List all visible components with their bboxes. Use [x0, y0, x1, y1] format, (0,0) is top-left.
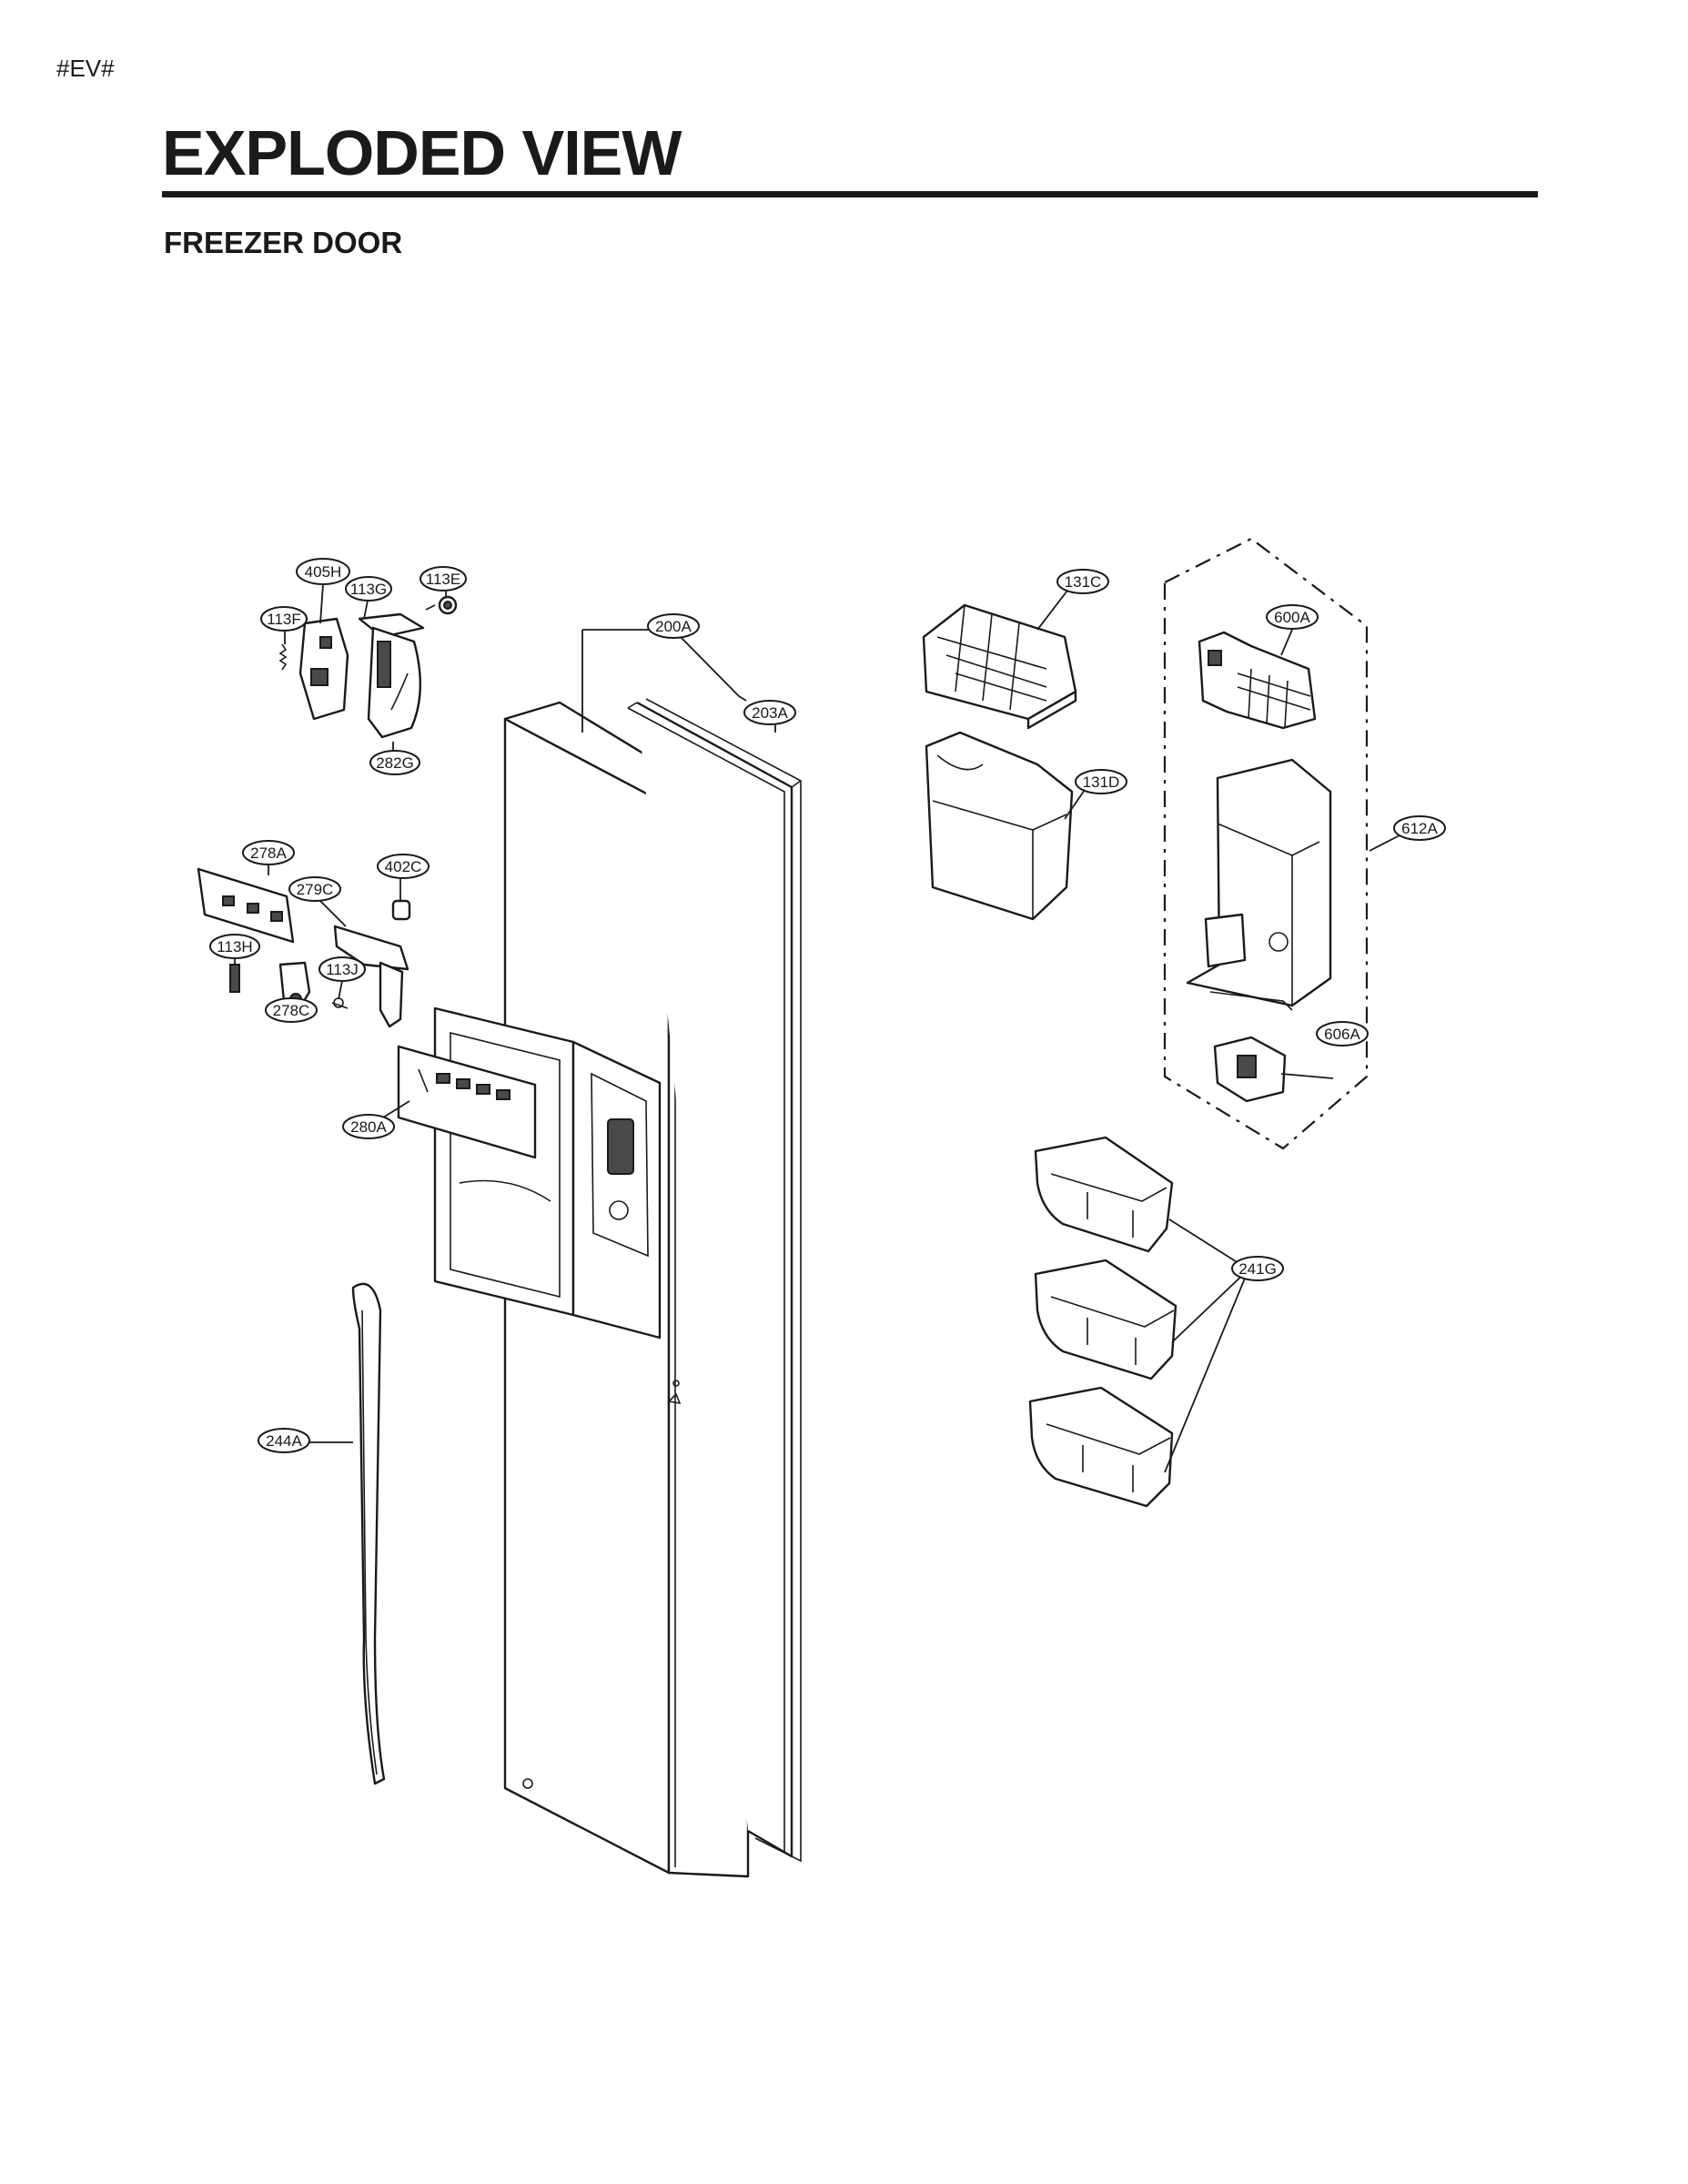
icemaker-housing-612A — [1186, 758, 1332, 1011]
section-subtitle: FREEZER DOOR — [164, 226, 403, 259]
svg-text:244A: 244A — [266, 1432, 302, 1450]
callout-612A: 612A — [1393, 815, 1446, 841]
callout-280A: 280A — [342, 1114, 395, 1139]
callout-200A: 200A — [647, 613, 700, 639]
svg-text:131C: 131C — [1065, 573, 1102, 591]
spring-113F — [278, 643, 288, 671]
ice-bin-cover-131C — [922, 603, 1077, 730]
svg-text:113E: 113E — [426, 571, 460, 588]
spring-113H — [229, 964, 240, 993]
cap-113E — [425, 595, 458, 615]
title-rule — [162, 191, 1538, 197]
control-panel-280A — [397, 1045, 537, 1159]
svg-text:113G: 113G — [350, 581, 387, 598]
svg-text:402C: 402C — [385, 858, 422, 875]
svg-text:280A: 280A — [350, 1118, 387, 1136]
svg-text:113F: 113F — [267, 611, 301, 628]
ice-bin-131D — [925, 731, 1074, 921]
door-bin-241G-2 — [1034, 1259, 1178, 1380]
svg-text:113H: 113H — [217, 938, 252, 956]
switch-402C — [391, 899, 411, 921]
leader-lines — [234, 583, 1400, 1473]
callout-279C: 279C — [288, 876, 341, 902]
page-title: EXPLODED VIEW — [162, 117, 682, 188]
page-tag: #EV# — [56, 55, 115, 82]
door-handle-244A — [351, 1282, 386, 1785]
svg-text:279C: 279C — [297, 881, 334, 898]
svg-text:612A: 612A — [1401, 820, 1438, 837]
callout-282G: 282G — [369, 750, 420, 775]
callout-241G: 241G — [1231, 1256, 1284, 1281]
motor-606A — [1213, 1036, 1287, 1103]
actuator-405H — [298, 617, 349, 721]
svg-text:278A: 278A — [250, 844, 287, 862]
callout-278A: 278A — [242, 840, 295, 865]
callout-606A: 606A — [1316, 1021, 1369, 1046]
door-bin-241G-3 — [1028, 1386, 1174, 1508]
callout-203A: 203A — [743, 700, 796, 725]
callout-131C: 131C — [1056, 569, 1109, 594]
callout-113G: 113G — [345, 576, 392, 602]
cover-278A — [197, 867, 295, 944]
callout-113J: 113J — [318, 956, 366, 982]
svg-text:113J: 113J — [326, 961, 359, 978]
door-bin-241G-1 — [1034, 1136, 1174, 1253]
clip-113J — [331, 997, 349, 1009]
callout-278C: 278C — [265, 997, 318, 1023]
svg-text:241G: 241G — [1238, 1260, 1277, 1278]
callout-244A: 244A — [258, 1428, 310, 1453]
callout-113E: 113E — [419, 566, 467, 592]
callout-113H: 113H — [209, 934, 260, 959]
callout-402C: 402C — [377, 854, 430, 879]
callout-131D: 131D — [1075, 769, 1127, 794]
callout-113F: 113F — [260, 606, 308, 632]
svg-text:600A: 600A — [1274, 609, 1310, 626]
icemaker-600A — [1198, 631, 1317, 730]
callout-600A: 600A — [1266, 604, 1319, 630]
svg-text:200A: 200A — [655, 618, 692, 635]
callout-405H: 405H — [296, 558, 350, 585]
lever-279C — [333, 925, 409, 1028]
svg-text:203A: 203A — [752, 704, 788, 722]
icemaker-assembly-box — [1163, 537, 1369, 1150]
door-gasket-203A — [627, 698, 802, 1863]
svg-text:405H: 405H — [305, 563, 342, 581]
svg-text:278C: 278C — [273, 1002, 310, 1019]
flap-282G — [367, 626, 421, 739]
svg-text:282G: 282G — [376, 754, 414, 772]
svg-text:131D: 131D — [1083, 774, 1120, 791]
svg-text:606A: 606A — [1324, 1026, 1360, 1043]
